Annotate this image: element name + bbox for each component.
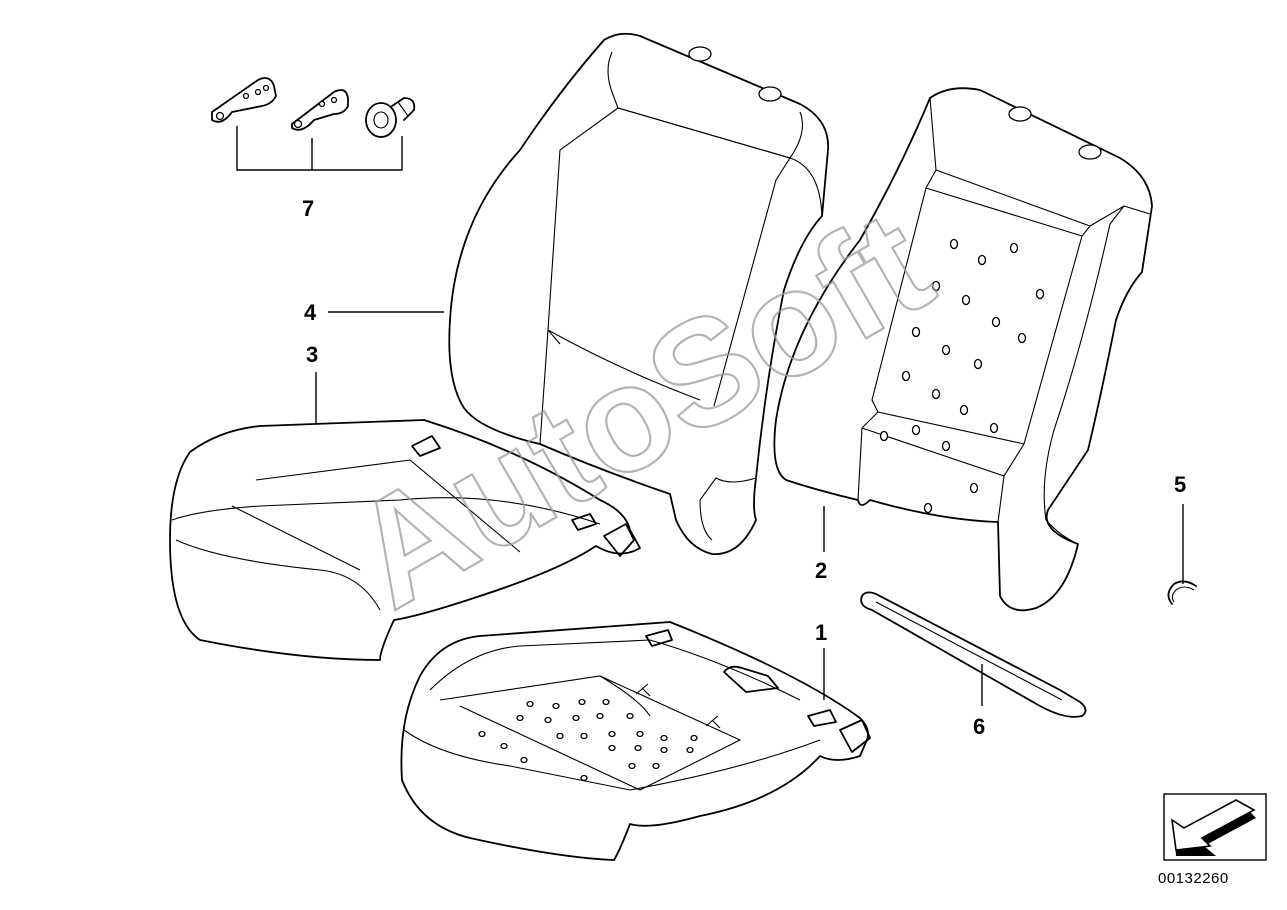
seat-pad-holes	[478, 698, 698, 782]
part-7-bolt	[365, 97, 416, 138]
callout-7: 7	[302, 196, 314, 221]
part-7-bracket-left	[211, 77, 277, 123]
callout-1: 1	[815, 620, 827, 645]
callout-2: 2	[815, 558, 827, 583]
part-2-backrest-pad	[773, 87, 1153, 612]
callout-3: 3	[306, 342, 318, 367]
arrow-direction-icon	[1163, 793, 1267, 861]
part-4-backrest-cover	[448, 32, 829, 555]
callout-6: 6	[973, 714, 985, 739]
part-7-bracket-middle	[291, 89, 349, 131]
callout-4: 4	[304, 300, 317, 325]
part-1-seat-pad	[400, 621, 871, 861]
callout-5: 5	[1174, 472, 1186, 497]
part-5-clip	[1167, 580, 1197, 605]
watermark-text: AutoSoft	[324, 178, 956, 640]
part-3-seat-cover	[169, 419, 641, 661]
backrest-pad-holes	[879, 238, 1045, 514]
leader-7	[236, 126, 403, 171]
document-number: 00132260	[1158, 870, 1229, 887]
part-6-wire	[860, 591, 1087, 718]
